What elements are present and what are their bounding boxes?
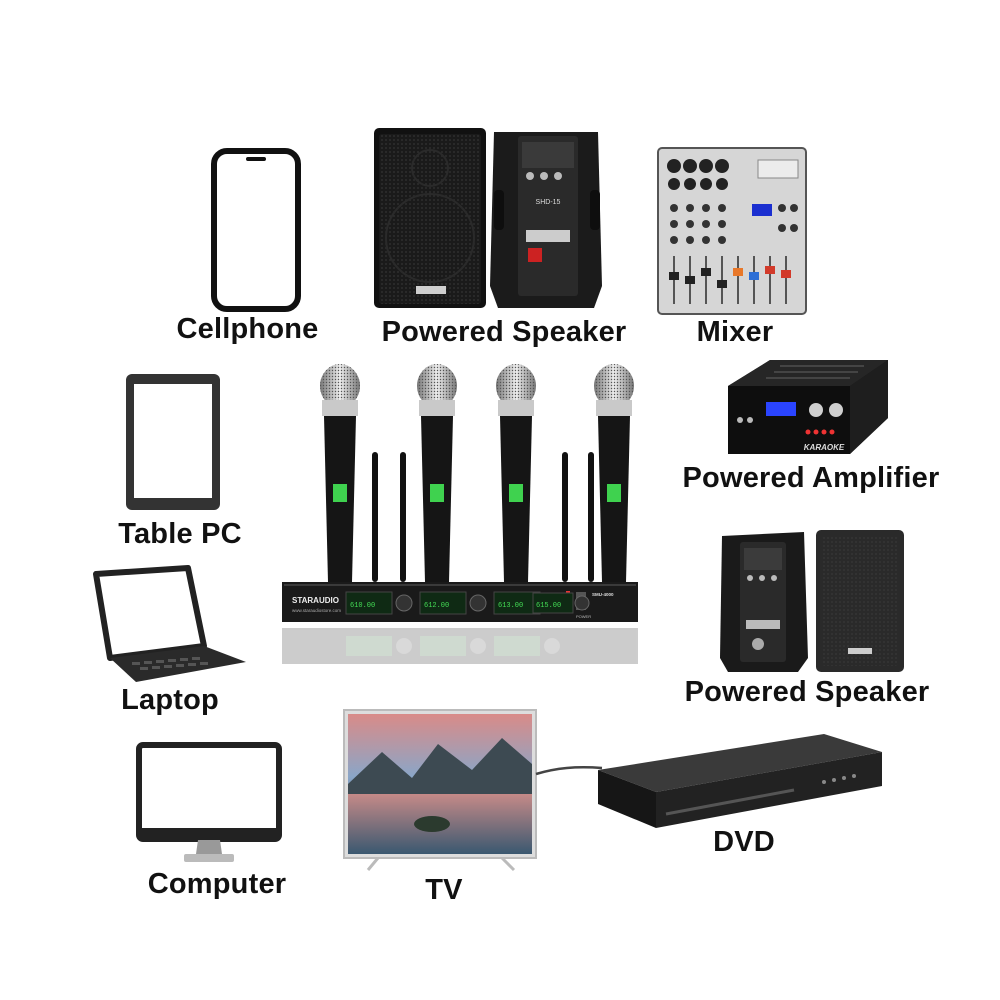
dvd-label: DVD: [713, 826, 775, 858]
cellphone-icon: [211, 148, 301, 312]
mixer-icon: [657, 147, 807, 315]
receiver-website: www.staraudiostore.com: [292, 608, 341, 613]
speaker-icon: [720, 530, 904, 672]
channel-4-freq: 615.00: [536, 602, 561, 610]
laptop-label: Laptop: [121, 684, 219, 716]
channel-3-freq: 613.00: [498, 602, 523, 610]
wireless-microphone-system: STARAUDIO www.staraudiostore.com 610.00 …: [282, 364, 638, 664]
cellphone-label: Cellphone: [176, 313, 319, 345]
microphone-icon: [417, 364, 457, 582]
receiver-power-label: POWER: [576, 614, 591, 619]
tv-label: TV: [425, 874, 463, 906]
powered-speaker-top-label: Powered Speaker: [381, 316, 627, 348]
microphone-icon: [594, 364, 634, 582]
tablet-label: Table PC: [118, 518, 242, 550]
channel-2-freq: 612.00: [424, 602, 449, 610]
microphone-icon: [320, 364, 360, 582]
powered-amplifier-label: Powered Amplifier: [682, 462, 940, 494]
microphone-icon: [496, 364, 536, 582]
receiver-model: SMU-4000: [592, 592, 614, 597]
tablet-icon: [126, 374, 220, 510]
monitor-icon: [136, 742, 282, 862]
powered-speaker-right-label: Powered Speaker: [684, 676, 930, 708]
mixer-label: Mixer: [696, 316, 774, 348]
speaker-model-text: SHD-15: [536, 199, 561, 206]
computer-label: Computer: [147, 868, 287, 900]
laptop-icon: [93, 565, 246, 682]
amplifier-badge-text: KARAOKE: [804, 443, 845, 452]
channel-4-display: 615.00: [532, 592, 590, 614]
speaker-icon: SHD-15: [374, 128, 602, 308]
tv-icon: [343, 709, 537, 872]
channel-1-freq: 610.00: [350, 602, 375, 610]
dvd-player-icon: [598, 734, 882, 828]
cable-line: [535, 766, 603, 776]
amplifier-icon: KARAOKE: [728, 360, 888, 454]
receiver-unit: STARAUDIO www.staraudiostore.com 610.00 …: [282, 582, 638, 622]
receiver-brand: STARAUDIO: [292, 596, 339, 605]
